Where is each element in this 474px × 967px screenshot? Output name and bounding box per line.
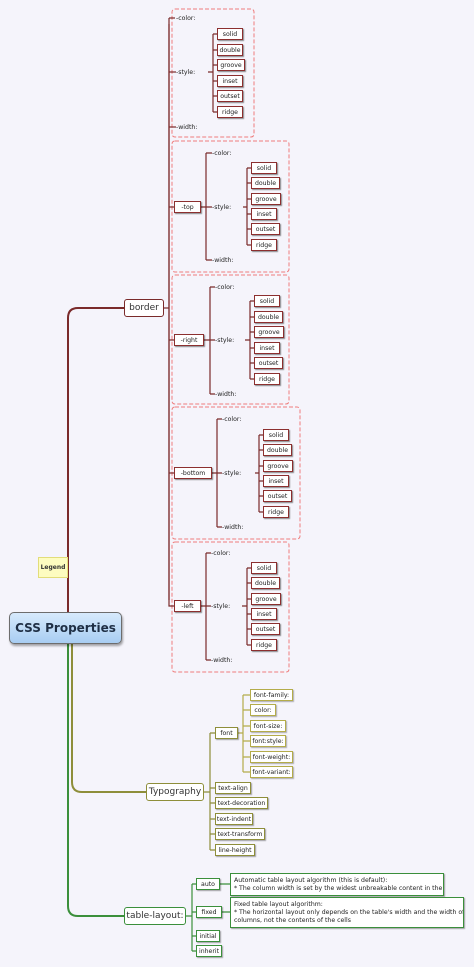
fixed-description-note: Fixed table layout algorithm: * The hori…: [230, 897, 464, 928]
left-width-node[interactable]: -width:: [211, 656, 233, 664]
right-color-node[interactable]: -color:: [215, 283, 235, 291]
table-layout-initial[interactable]: initial: [196, 930, 220, 942]
fixed-description-line-1: Fixed table layout algorithm:: [234, 900, 323, 908]
auto-description-line-2: * The column width is set by the widest …: [234, 884, 444, 892]
bottom-width-node[interactable]: -width:: [222, 523, 244, 531]
left-style-double[interactable]: double: [251, 577, 280, 589]
left-color-node[interactable]: -color:: [211, 549, 231, 557]
style-inset[interactable]: inset: [217, 75, 243, 87]
right-style-double[interactable]: double: [254, 311, 283, 323]
text-indent-item[interactable]: text-indent: [215, 813, 253, 825]
table-layout-auto[interactable]: auto: [196, 878, 220, 890]
topic-typography[interactable]: Typography: [146, 783, 204, 801]
typography-font[interactable]: font: [215, 727, 238, 739]
top-style-groove[interactable]: groove: [251, 193, 281, 205]
style-groove[interactable]: groove: [217, 59, 245, 71]
right-style-solid[interactable]: solid: [254, 295, 280, 307]
style-outset[interactable]: outset: [217, 90, 243, 102]
bottom-color-node[interactable]: -color:: [222, 415, 242, 423]
top-style-double[interactable]: double: [251, 177, 280, 189]
bottom-style-outset[interactable]: outset: [263, 490, 292, 502]
bottom-style-node[interactable]: -style:: [222, 469, 242, 477]
left-style-inset[interactable]: inset: [251, 608, 277, 620]
text-transform-item[interactable]: text-transform: [215, 828, 265, 840]
topic-table-layout[interactable]: table-layout:: [124, 907, 186, 925]
top-style-node[interactable]: -style:: [212, 203, 232, 211]
border-color-node[interactable]: -color:: [176, 14, 196, 22]
bottom-style-ridge[interactable]: ridge: [263, 506, 289, 518]
top-color-node[interactable]: -color:: [212, 149, 232, 157]
font-size-item[interactable]: font-size:: [250, 720, 286, 732]
table-layout-inherit[interactable]: inherit: [196, 945, 222, 957]
top-style-inset[interactable]: inset: [251, 208, 277, 220]
font-weight-item[interactable]: font-weight:: [250, 751, 293, 763]
line-height-item[interactable]: line-height: [215, 844, 255, 856]
left-style-ridge[interactable]: ridge: [251, 639, 277, 651]
font-style-item[interactable]: font:style:: [250, 735, 286, 747]
fixed-description-line-2: * The horizontal layout only depends on …: [234, 908, 464, 916]
right-style-node[interactable]: -style:: [215, 336, 235, 344]
bottom-style-groove[interactable]: groove: [263, 460, 293, 472]
central-topic-css-properties[interactable]: CSS Properties: [9, 612, 122, 644]
side-left[interactable]: -left: [174, 600, 201, 612]
left-style-solid[interactable]: solid: [251, 562, 277, 574]
right-width-node[interactable]: -width:: [215, 390, 237, 398]
left-style-outset[interactable]: outset: [251, 623, 280, 635]
border-width-node[interactable]: -width:: [176, 123, 198, 131]
text-align-item[interactable]: text-align: [215, 782, 251, 794]
text-decoration-item[interactable]: text-decoration: [215, 797, 268, 809]
right-style-ridge[interactable]: ridge: [254, 373, 280, 385]
font-family-item[interactable]: font-family:: [250, 689, 293, 701]
border-style-node[interactable]: -style:: [176, 68, 196, 76]
border-general-group: [171, 8, 255, 138]
top-width-node[interactable]: -width:: [212, 256, 234, 264]
style-solid[interactable]: solid: [217, 28, 243, 40]
bottom-style-solid[interactable]: solid: [263, 429, 289, 441]
font-variant-item[interactable]: font-variant:: [250, 766, 293, 778]
side-right[interactable]: -right: [174, 334, 204, 346]
topic-border[interactable]: border: [124, 299, 164, 317]
top-style-outset[interactable]: outset: [251, 223, 280, 235]
auto-description-note: Automatic table layout algorithm (this i…: [230, 873, 444, 896]
bottom-style-double[interactable]: double: [263, 444, 292, 456]
left-style-node[interactable]: -style:: [211, 602, 231, 610]
border-left-group: [171, 541, 290, 673]
style-double[interactable]: double: [217, 44, 243, 56]
top-style-ridge[interactable]: ridge: [251, 239, 277, 251]
fixed-description-line-3: columns, not the contents of the cells: [234, 916, 351, 924]
side-bottom[interactable]: -bottom: [174, 467, 212, 479]
legend-label: Legend: [38, 557, 68, 578]
style-ridge[interactable]: ridge: [217, 106, 243, 118]
right-style-groove[interactable]: groove: [254, 326, 284, 338]
side-top[interactable]: -top: [174, 201, 201, 213]
right-style-outset[interactable]: outset: [254, 357, 283, 369]
auto-description-line-1: Automatic table layout algorithm (this i…: [234, 876, 388, 884]
table-layout-fixed[interactable]: fixed: [196, 906, 222, 918]
bottom-style-inset[interactable]: inset: [263, 475, 289, 487]
font-color-item[interactable]: color:: [250, 704, 276, 716]
top-style-solid[interactable]: solid: [251, 162, 277, 174]
left-style-groove[interactable]: groove: [251, 593, 281, 605]
right-style-inset[interactable]: inset: [254, 342, 280, 354]
